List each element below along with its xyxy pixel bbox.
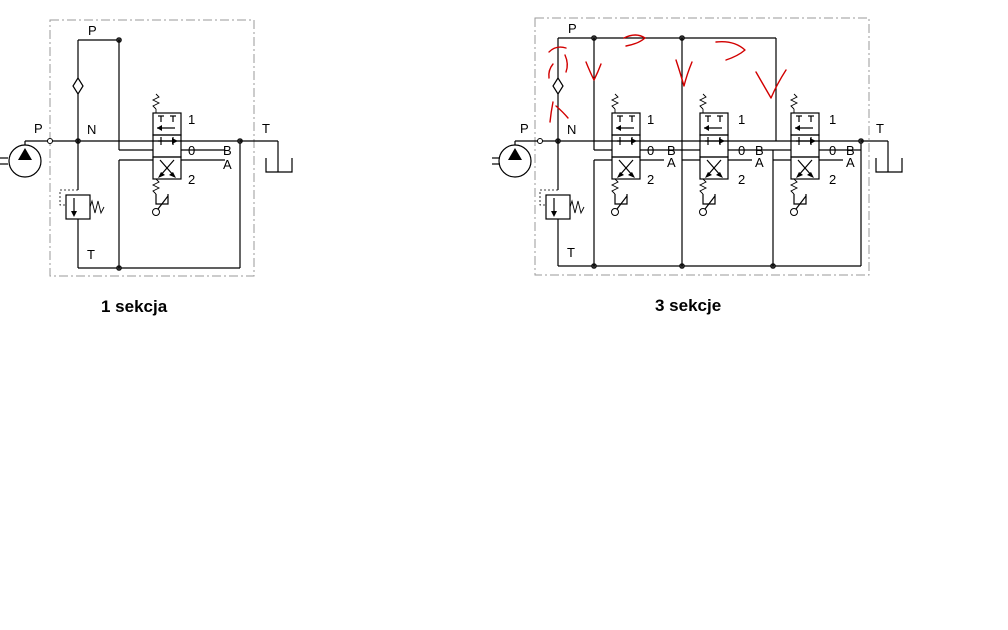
pump-port-label: P	[520, 121, 529, 136]
position-2-label: 2	[188, 172, 195, 187]
position-2-label: 2	[829, 172, 836, 187]
position-2-label: 2	[738, 172, 745, 187]
valve-section-2: 1 0 2 B A	[681, 38, 773, 266]
check-valve-symbol	[552, 76, 564, 96]
tank-symbol	[875, 158, 903, 173]
position-1-label: 1	[829, 112, 836, 127]
pump-port-label: P	[34, 121, 43, 136]
relief-valve-symbol	[539, 189, 585, 266]
position-0-label: 0	[738, 143, 745, 158]
tank-label: T	[876, 121, 884, 136]
neutral-label: N	[567, 122, 576, 137]
position-1-label: 1	[738, 112, 745, 127]
top-port-label: P	[568, 21, 577, 36]
tank-symbol	[265, 158, 293, 173]
port-b-label: B	[846, 143, 855, 158]
pump-symbol	[492, 141, 532, 178]
port-a-label: A	[846, 155, 855, 170]
block-frame	[534, 17, 870, 276]
position-0-label: 0	[647, 143, 654, 158]
return-label: T	[567, 245, 575, 260]
relief-valve-symbol	[59, 189, 105, 268]
port-b-label: B	[223, 143, 232, 158]
caption: 3 sekcje	[655, 296, 721, 315]
block-frame	[49, 19, 255, 277]
check-valve-symbol	[72, 76, 84, 96]
return-label: T	[87, 247, 95, 262]
position-1-label: 1	[188, 112, 195, 127]
caption: 1 sekcja	[101, 297, 168, 316]
tank-label: T	[262, 121, 270, 136]
port-b-label: B	[667, 143, 676, 158]
red-flow-annotations	[548, 34, 787, 123]
top-port-label: P	[88, 23, 97, 38]
valve-section-3: 1 0 2 B A	[772, 38, 861, 266]
diagram-1-section: P N P T	[0, 19, 293, 316]
pump-symbol	[0, 141, 42, 178]
directional-valve-section	[151, 93, 225, 216]
valve-section-1: 1 0 2 B A	[593, 38, 682, 266]
neutral-label: N	[87, 122, 96, 137]
port-a-label: A	[223, 157, 232, 172]
port-a-label: A	[667, 155, 676, 170]
position-0-label: 0	[188, 143, 195, 158]
port-b-label: B	[755, 143, 764, 158]
port-a-label: A	[755, 155, 764, 170]
position-2-label: 2	[647, 172, 654, 187]
position-1-label: 1	[647, 112, 654, 127]
position-0-label: 0	[829, 143, 836, 158]
diagram-3-sections: P N P T	[492, 17, 903, 315]
